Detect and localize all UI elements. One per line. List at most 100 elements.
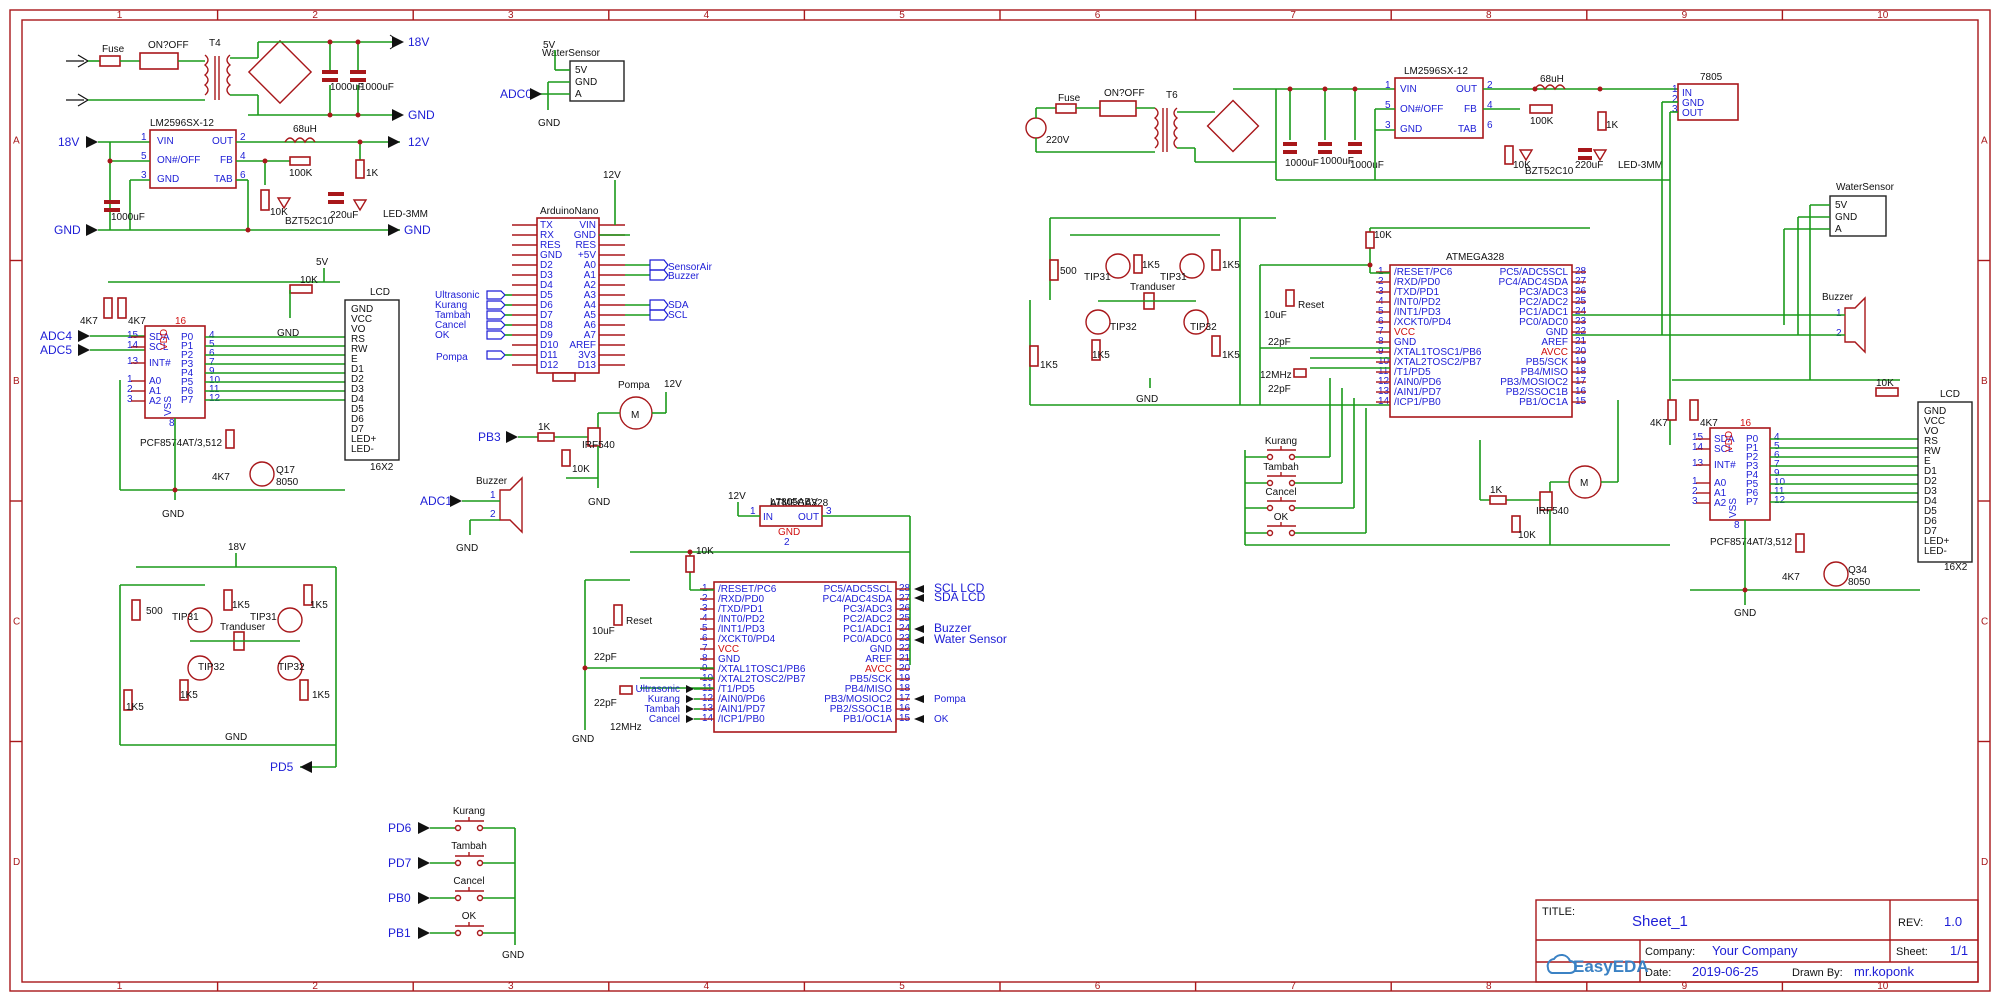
svg-text:2: 2 — [1672, 94, 1678, 105]
date-label: Date: — [1645, 967, 1671, 979]
mcu-pin-right: PC2/ADC2 — [1519, 297, 1568, 308]
pcf-right-pin-num: 14 — [1692, 442, 1704, 453]
frame-col-top-9: 9 — [1682, 10, 1688, 21]
frame-col-top-2: 2 — [312, 10, 318, 21]
pcf-pin-label: P5 — [181, 377, 194, 388]
button-contact — [454, 824, 462, 832]
lcd-pin-label: D3 — [1924, 486, 1937, 497]
net-flag — [486, 300, 506, 310]
pcf-pin-label: P6 — [181, 386, 194, 397]
lcd-pin-label: RS — [351, 334, 365, 345]
atmega328-middle — [713, 581, 897, 733]
svg-text:GND: GND — [1734, 608, 1756, 619]
svg-text:T6: T6 — [1166, 90, 1178, 101]
mcu-pin-left: /INT1/PD3 — [1394, 307, 1441, 318]
pcf-right-pin-num: 4 — [1774, 432, 1780, 443]
pcf-pin-num: 5 — [209, 339, 215, 350]
mcu-net-left: Cancel — [649, 714, 680, 725]
pcf-right-pin-num: 3 — [1692, 496, 1698, 507]
svg-text:ON#/OFF: ON#/OFF — [157, 155, 200, 166]
mcu-pin-left: GND — [1394, 337, 1416, 348]
svg-text:1K5: 1K5 — [1092, 350, 1110, 361]
svg-text:2: 2 — [490, 509, 496, 520]
svg-text:10K: 10K — [572, 464, 590, 475]
net-18v-out: 18V — [408, 35, 429, 49]
mcu-net-left: Tambah — [644, 704, 680, 715]
svg-text:1: 1 — [490, 490, 496, 501]
svg-text:1K5: 1K5 — [1142, 260, 1160, 271]
pcf-right-pin-label: P6 — [1746, 488, 1759, 499]
svg-text:IRF540: IRF540 — [1536, 506, 1569, 517]
arduino-pin-left: GND — [540, 250, 562, 261]
mcu-net-right: SDA LCD — [934, 590, 986, 604]
button-gnd: GND — [502, 950, 524, 961]
button-right-label: OK — [1274, 512, 1289, 523]
svg-text:OUT: OUT — [1682, 108, 1703, 119]
svg-text:1K5: 1K5 — [1040, 360, 1058, 371]
pcf-right-pin-num: 1 — [1692, 476, 1698, 487]
button-contact — [476, 894, 484, 902]
pcf-pin-label: P0 — [181, 332, 194, 343]
net-flag — [649, 309, 669, 321]
frame-col-top-6: 6 — [1095, 10, 1101, 21]
pcf-pin-num: 14 — [127, 340, 139, 351]
pcf-right-pin-num: 2 — [1692, 486, 1698, 497]
button-net-pd6: PD6 — [388, 821, 412, 835]
lcd-pin-label: D4 — [1924, 496, 1937, 507]
pcf-right-pin-label: SCL — [1714, 444, 1734, 455]
net-flag — [486, 320, 506, 330]
arduino-pin-left: D12 — [540, 360, 559, 371]
arduino-pin-left: D7 — [540, 310, 553, 321]
svg-text:6: 6 — [240, 170, 246, 181]
svg-text:1K5: 1K5 — [312, 690, 330, 701]
svg-text:1K5: 1K5 — [1222, 350, 1240, 361]
lcd-pin-label: D2 — [351, 374, 364, 385]
svg-text:4K7: 4K7 — [128, 316, 146, 327]
net-pb3: PB3 — [478, 430, 501, 444]
pcf-pin-num: 13 — [127, 356, 139, 367]
pcf-pin-num: 7 — [209, 357, 215, 368]
mcu-pin-right: PC0/ADC0 — [843, 634, 892, 645]
svg-text:Reset: Reset — [1298, 300, 1324, 311]
frame-row-left-A: A — [13, 135, 20, 146]
svg-text:2: 2 — [1836, 328, 1842, 339]
mcu-pin-right: PB3/MOSIOC2 — [824, 694, 892, 705]
buzzer-right: Buzzer 1 2 — [1572, 292, 1866, 354]
pcf-right-pin-num: 7 — [1774, 459, 1780, 470]
frame-col-bottom-1: 1 — [117, 981, 123, 992]
svg-text:GND: GND — [277, 328, 299, 339]
svg-text:2: 2 — [1487, 80, 1493, 91]
pcf-pin-num: 9 — [209, 366, 215, 377]
svg-text:GND: GND — [1136, 394, 1158, 405]
button-label-kurang: Kurang — [453, 806, 485, 817]
svg-text:7805: 7805 — [1700, 72, 1723, 83]
pump-circuit-left: Pompa 12V M PB3 1K 10K IRF540 GND — [478, 379, 682, 508]
company-label: Company: — [1645, 946, 1695, 958]
pcf-right-pin-num: 11 — [1774, 486, 1785, 497]
arduino-nano: ArduinoNano TXRXRESGNDD2D3D4D5D6D7D8D9D1… — [435, 170, 713, 382]
frame-col-top-8: 8 — [1486, 10, 1492, 21]
svg-text:4: 4 — [240, 151, 246, 162]
lcd-pin-label: RW — [1924, 446, 1941, 457]
button-net-pd7: PD7 — [388, 856, 412, 870]
svg-text:1K: 1K — [538, 422, 551, 433]
svg-text:IRF540: IRF540 — [582, 440, 615, 451]
mcu-pin-right: GND — [870, 644, 892, 655]
svg-text:M: M — [1580, 478, 1588, 489]
junction-dots — [107, 39, 1748, 671]
net-flag — [649, 259, 669, 271]
mcu-pin-right: GND — [1546, 327, 1568, 338]
fuse-left — [99, 55, 121, 67]
ac-source-icon — [1025, 117, 1047, 139]
svg-text:ON?OFF: ON?OFF — [148, 40, 189, 51]
button-contact — [1288, 479, 1296, 487]
title-value: Sheet_1 — [1632, 913, 1688, 930]
arduino-pin-left: D4 — [540, 280, 553, 291]
pcf-pin-label: A2 — [149, 396, 162, 407]
lcd-left: LCD GNDVCCVORSRWED1D2D3D4D5D6D7LED+LED- … — [344, 287, 400, 473]
power-supply-left: Fuse ON?OFF T4 1000uF 1000uF 18 — [66, 34, 435, 122]
